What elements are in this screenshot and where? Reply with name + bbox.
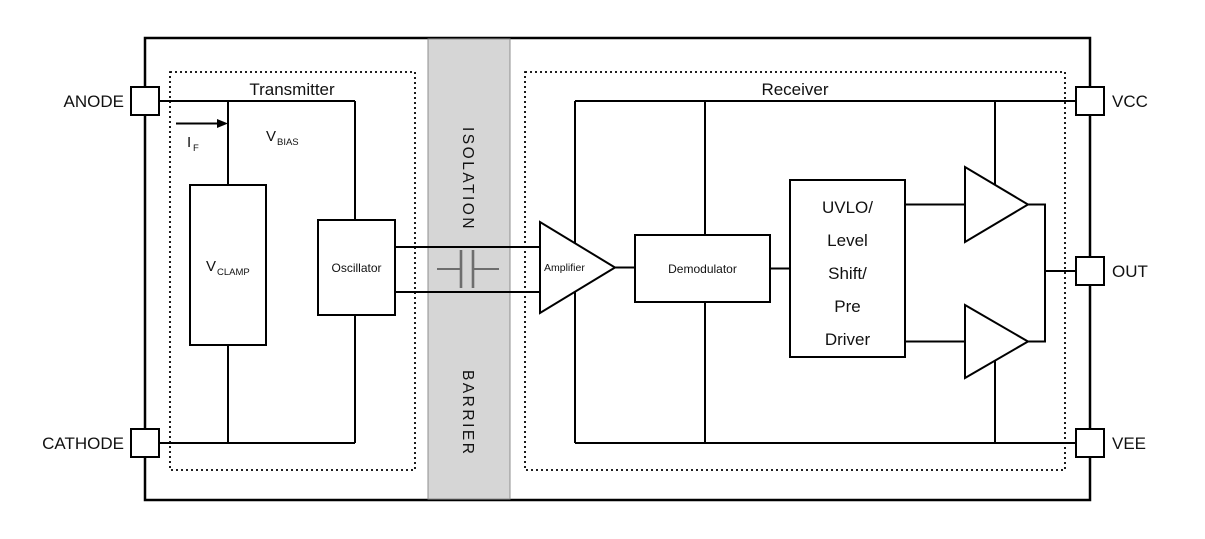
demodulator-label: Demodulator	[668, 262, 737, 276]
chip-outline	[143, 36, 1092, 502]
uvlo-driver-wires	[905, 203, 965, 343]
uvlo-label-line-3: Shift/	[828, 264, 867, 283]
anode-pin	[130, 86, 160, 116]
vcc-pin	[1075, 86, 1105, 116]
isolation-label: ISOLATION	[459, 127, 476, 231]
cathode-pin	[130, 428, 160, 458]
vcc-pin-label: VCC	[1112, 92, 1148, 111]
amplifier-label: Amplifier	[544, 262, 585, 274]
capacitor-icon	[459, 250, 475, 288]
vee-pin	[1075, 428, 1105, 458]
uvlo-label-line-2: Level	[827, 231, 868, 250]
transmitter-box	[169, 71, 416, 471]
vclamp-block	[189, 184, 267, 346]
barrier-label: BARRIER	[459, 370, 476, 456]
anode-pin-label: ANODE	[64, 92, 124, 111]
output-bus-wire	[1028, 203, 1076, 343]
receiver-label: Receiver	[761, 80, 828, 99]
cathode-pin-label: CATHODE	[42, 434, 124, 453]
uvlo-block	[789, 179, 906, 358]
oscillator-label: Oscillator	[331, 261, 381, 275]
transmitter-label: Transmitter	[249, 80, 335, 99]
vclamp-label-sub: CLAMP	[217, 267, 250, 278]
oscillator-block	[317, 219, 396, 316]
output-driver-bottom-triangle	[964, 303, 1030, 380]
vee-pin-label: VEE	[1112, 434, 1146, 453]
vclamp-label-base: V	[206, 258, 216, 275]
uvlo-label-line-4: Pre	[834, 297, 860, 316]
receiver-box	[524, 71, 1066, 471]
oscillator-output-wires	[395, 246, 540, 293]
uvlo-label-line-1: UVLO/	[822, 198, 873, 217]
if-current-arrowhead-icon	[217, 119, 228, 128]
vbias-label-base: V	[266, 128, 276, 145]
if-label-base: I	[187, 134, 191, 151]
out-pin	[1075, 256, 1105, 286]
uvlo-label-line-5: Driver	[825, 330, 871, 349]
demodulator-block	[634, 234, 771, 303]
output-driver-top-triangle	[964, 165, 1030, 244]
out-pin-label: OUT	[1112, 262, 1148, 281]
vbias-label-sub: BIAS	[277, 137, 299, 148]
amplifier-triangle	[539, 220, 617, 315]
if-label-sub: F	[193, 143, 199, 154]
